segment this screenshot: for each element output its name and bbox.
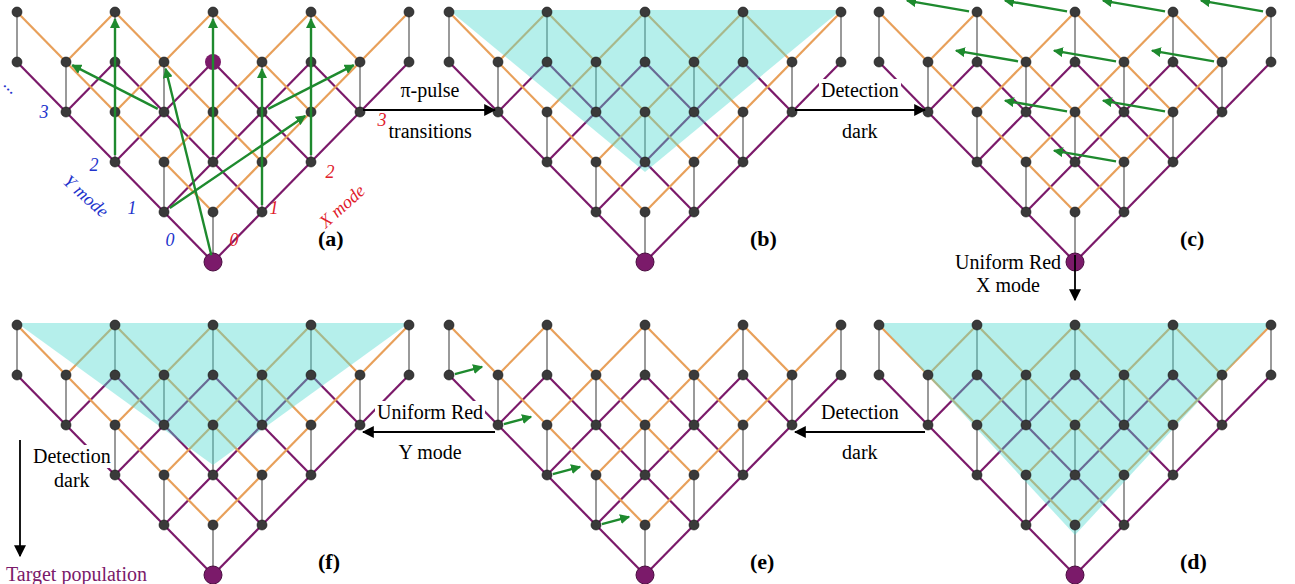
atom-ball — [204, 253, 222, 271]
step-label: Y mode — [397, 441, 464, 464]
flow-arrow — [19, 440, 21, 556]
transition-arrow — [1005, 1, 1067, 12]
population-shade — [449, 10, 841, 172]
step-label: Detection — [31, 445, 113, 468]
transition-arrow — [1201, 1, 1263, 12]
axis-label: X mode — [315, 180, 369, 232]
transition-arrow — [553, 467, 580, 474]
fock-lattice — [12, 320, 414, 584]
population-shade — [879, 323, 1271, 535]
transition-arrow — [504, 417, 531, 424]
fock-lattice — [874, 320, 1276, 584]
atom-ball — [636, 253, 654, 271]
step-label: Detection — [819, 401, 901, 424]
axis-label: 2 — [90, 155, 99, 176]
step-label: π-pulse — [399, 79, 462, 102]
fock-lattice — [12, 7, 414, 271]
fock-lattice — [444, 320, 846, 584]
step-label: Uniform Red — [375, 401, 485, 424]
step-label: Detection — [819, 79, 901, 102]
panel: (e) — [495, 300, 795, 578]
transition-arrow — [602, 517, 629, 524]
panel-label: (f) — [318, 550, 340, 574]
transition-arrow — [268, 65, 354, 109]
panel-label: (a) — [318, 227, 344, 251]
transition-arrow — [1103, 101, 1165, 112]
flow-arrow — [363, 431, 495, 433]
transition-arrow — [212, 19, 214, 155]
transition-arrow — [170, 116, 305, 208]
atom-ball — [204, 566, 222, 584]
transition-arrow — [1103, 1, 1165, 12]
panel: (f) — [63, 300, 363, 578]
axis-label: 1 — [128, 198, 137, 219]
transition-arrow — [907, 1, 969, 12]
atom-ball — [636, 566, 654, 584]
transition-arrow — [455, 367, 482, 374]
panel: (c) — [925, 5, 1225, 255]
flow-arrow — [795, 431, 925, 433]
axis-label: ... — [0, 74, 24, 98]
axis-label: 2 — [326, 162, 335, 183]
step-label: dark — [840, 120, 880, 143]
step-label: X mode — [974, 274, 1042, 297]
flow-arrow — [1074, 255, 1076, 300]
axis-label: 0 — [166, 230, 175, 251]
axis-label: 3 — [378, 110, 387, 131]
fock-lattice — [874, 1, 1276, 271]
panel: (d) — [925, 300, 1225, 578]
transition-arrow — [1054, 51, 1116, 62]
transition-arrow — [1152, 51, 1214, 62]
fock-lattice — [444, 7, 846, 271]
axis-label: 0 — [230, 230, 239, 251]
panel-label: (c) — [1180, 227, 1204, 251]
flow-arrow — [795, 109, 925, 111]
step-label: dark — [52, 469, 92, 492]
step-label: dark — [840, 441, 880, 464]
axis-label: 3 — [40, 102, 49, 123]
transition-arrow — [166, 69, 212, 255]
step-label: Target population — [4, 563, 149, 584]
panel-label: (d) — [1180, 550, 1207, 574]
step-label: transitions — [387, 120, 474, 143]
axis-label: Y mode — [59, 170, 113, 221]
transition-arrow — [261, 69, 263, 205]
transition-arrow — [1054, 151, 1116, 162]
panel-label: (b) — [750, 227, 777, 251]
transition-arrow — [72, 65, 158, 109]
panel-label: (e) — [750, 550, 774, 574]
axis-label: 1 — [270, 198, 279, 219]
transition-arrow — [956, 51, 1018, 62]
step-label: Uniform Red — [953, 251, 1063, 274]
atom-ball — [1066, 566, 1084, 584]
panel: (b) — [495, 5, 795, 255]
transition-arrow — [1005, 101, 1067, 112]
